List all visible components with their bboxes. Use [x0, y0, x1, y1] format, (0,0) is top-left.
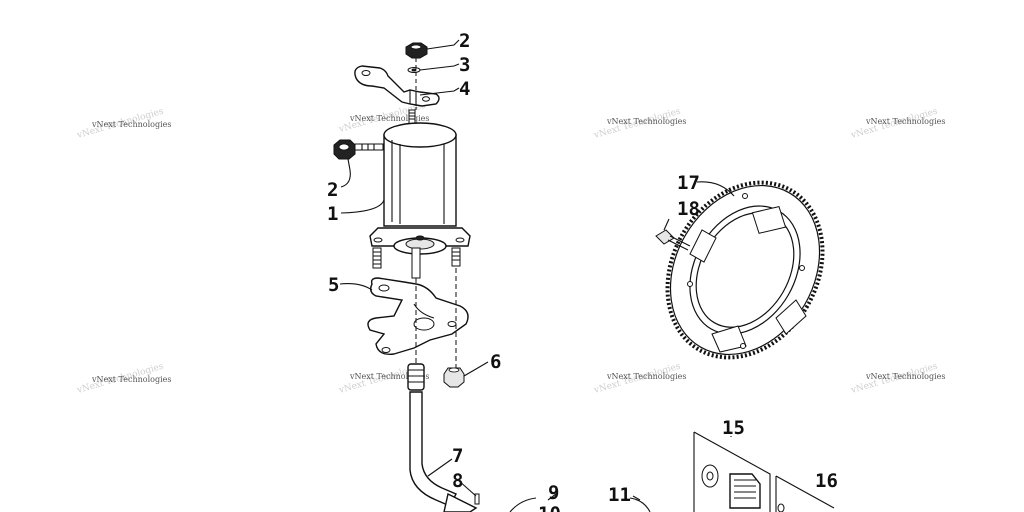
- watermark-text: vNext Technologies: [865, 117, 945, 126]
- watermark-text: vNext Technologies: [349, 372, 429, 381]
- callout-label: 15: [722, 417, 745, 439]
- callout-label: 6: [490, 351, 501, 373]
- watermark-text: vNext Technologies: [349, 114, 429, 123]
- part-mount-plate: [367, 277, 469, 355]
- leader-lines: [339, 39, 735, 501]
- watermark-text: vNext Technologies: [91, 375, 171, 384]
- callout-label: 17: [677, 172, 700, 194]
- watermark-text: vNext Technologies: [606, 117, 686, 126]
- part-screw: [655, 229, 691, 251]
- watermark-5: vNext Technologies vNext Technologies: [75, 362, 171, 397]
- watermark-4: vNext Technologies vNext Technologies: [849, 107, 945, 142]
- callout-label: 4: [459, 78, 470, 100]
- callout-label: 18: [677, 198, 700, 220]
- watermark-text: vNext Technologies: [606, 372, 686, 381]
- callout-numbers: 2 3 4 2 1 5 6 7 8 9 10 11 15 16 17 18: [327, 30, 838, 512]
- callout-label: 2: [459, 30, 470, 52]
- part-lower-fragments: [509, 497, 651, 512]
- part-cable: [407, 363, 480, 512]
- callout-label: 1: [327, 203, 338, 225]
- part-ring-gear: [665, 180, 825, 360]
- part-pinion-assembly: [693, 431, 771, 512]
- part-drive-assembly: [775, 475, 835, 512]
- part-top-stud: [408, 109, 416, 125]
- callout-label: 8: [452, 470, 463, 492]
- watermark-1: vNext Technologies vNext Technologies: [75, 107, 171, 142]
- watermark-8: vNext Technologies vNext Technologies: [849, 362, 945, 397]
- callout-label: 7: [452, 445, 463, 467]
- callout-label: 2: [327, 179, 338, 201]
- watermark-7: vNext Technologies vNext Technologies: [592, 362, 686, 397]
- watermark-text: vNext Technologies: [91, 120, 171, 129]
- callout-label: 9: [548, 482, 559, 504]
- callout-label: 11: [608, 484, 631, 506]
- part-bracket: [354, 65, 440, 107]
- callout-label: 10: [538, 503, 561, 512]
- part-nut-top: [405, 42, 428, 59]
- part-starter-motor: [369, 122, 471, 279]
- callout-label: 3: [459, 54, 470, 76]
- part-flange-nut: [443, 367, 465, 388]
- part-nut-side: [333, 139, 384, 160]
- callout-label: 16: [815, 470, 838, 492]
- watermark-text: vNext Technologies: [865, 372, 945, 381]
- part-washer: [407, 67, 421, 73]
- watermark-3: vNext Technologies vNext Technologies: [592, 107, 686, 142]
- alignment-lines: [415, 58, 457, 368]
- callout-label: 5: [328, 274, 339, 296]
